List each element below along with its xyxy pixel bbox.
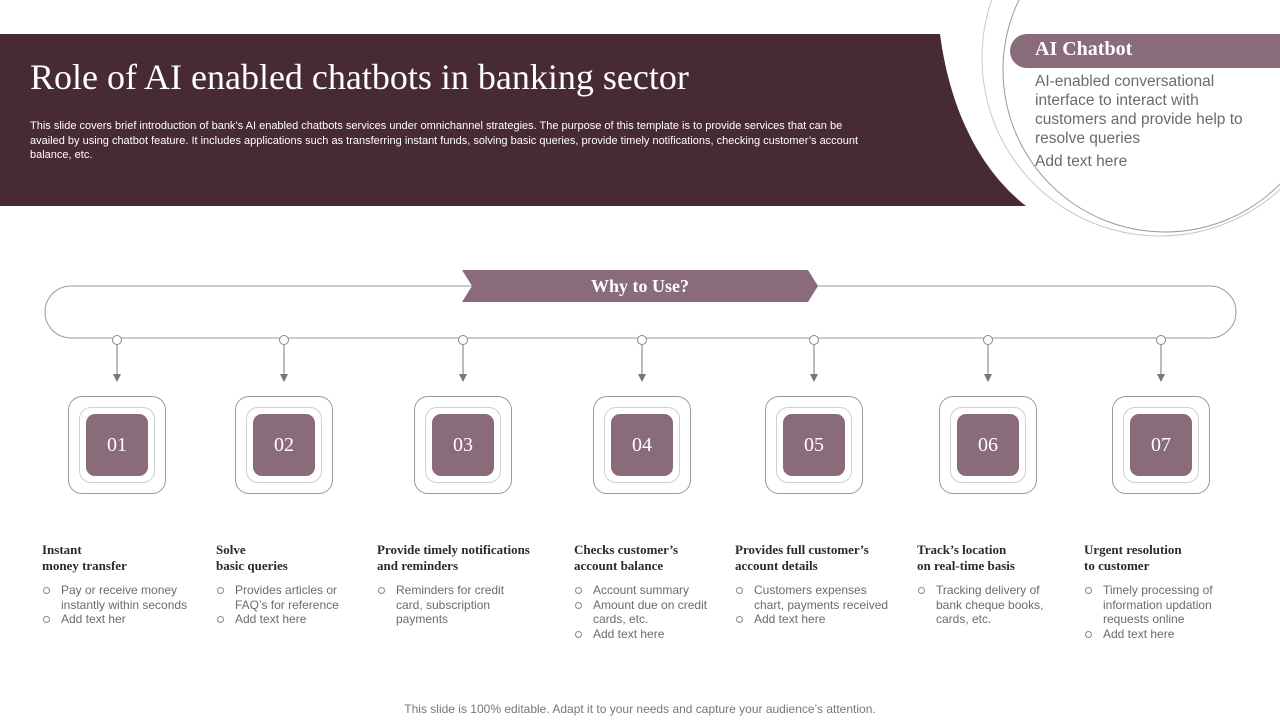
step-number: 03 — [432, 414, 494, 476]
chatbot-description: AI-enabled conversational interface to i… — [1035, 73, 1243, 147]
item-01: Instant money transfer Pay or receive mo… — [42, 542, 202, 627]
why-to-use-label: Why to Use? — [591, 276, 689, 296]
item-bullet: Customers expenses chart, payments recei… — [735, 583, 900, 612]
chatbot-circle-outer — [981, 0, 1280, 237]
connector-dot-7 — [1156, 335, 1166, 345]
connector-dot-1 — [112, 335, 122, 345]
item-title: Checks customer’s account balance — [574, 542, 679, 573]
page-title: Role of AI enabled chatbots in banking s… — [30, 57, 689, 97]
item-bullet: Amount due on credit cards, etc. — [574, 598, 724, 627]
item-bullets: Pay or receive money instantly within se… — [42, 583, 202, 627]
step-number: 06 — [957, 414, 1019, 476]
item-05: Provides full customer’s account details… — [735, 542, 900, 627]
page-description: This slide covers brief introduction of … — [30, 120, 859, 161]
step-number: 01 — [86, 414, 148, 476]
chatbot-title: AI Chatbot — [1035, 38, 1133, 60]
item-06: Track’s location on real-time basis Trac… — [917, 542, 1067, 627]
step-number: 04 — [611, 414, 673, 476]
step-box-01: 01 — [68, 396, 166, 494]
why-banner-shape — [462, 270, 818, 302]
connector-dot-5 — [809, 335, 819, 345]
item-bullets: Account summary Amount due on credit car… — [574, 583, 724, 641]
item-bullet: Provides articles or FAQ’s for reference — [216, 583, 366, 612]
item-bullet: Add text here — [574, 627, 724, 642]
banner-shape — [0, 34, 1026, 206]
item-title: Provide timely notifications and reminde… — [377, 542, 530, 573]
flow-connector — [44, 270, 1237, 382]
item-04: Checks customer’s account balance Accoun… — [574, 542, 724, 641]
item-02: Solve basic queries Provides articles or… — [216, 542, 366, 627]
step-number: 07 — [1130, 414, 1192, 476]
item-03: Provide timely notifications and reminde… — [377, 542, 557, 627]
item-title: Solve basic queries — [216, 542, 288, 573]
connectors — [112, 335, 1166, 382]
item-bullet: Add text her — [42, 612, 202, 627]
footer-note: This slide is 100% editable. Adapt it to… — [404, 702, 876, 716]
item-bullet: Pay or receive money instantly within se… — [42, 583, 202, 612]
item-title: Urgent resolution to customer — [1084, 542, 1182, 573]
step-box-05: 05 — [765, 396, 863, 494]
step-box-02: 02 — [235, 396, 333, 494]
step-box-07: 07 — [1112, 396, 1210, 494]
item-bullet: Timely processing of information updatio… — [1084, 583, 1234, 627]
item-bullet: Add text here — [216, 612, 366, 627]
item-bullets: Timely processing of information updatio… — [1084, 583, 1234, 641]
step-box-04: 04 — [593, 396, 691, 494]
item-bullet: Account summary — [574, 583, 724, 598]
item-bullet: Add text here — [735, 612, 900, 627]
step-box-03: 03 — [414, 396, 512, 494]
item-title: Instant money transfer — [42, 542, 127, 573]
item-bullets: Tracking delivery of bank cheque books, … — [917, 583, 1067, 627]
chatbot-add-text: Add text here — [1035, 153, 1128, 170]
connector-dot-3 — [458, 335, 468, 345]
step-box-06: 06 — [939, 396, 1037, 494]
item-bullet: Reminders for credit card, subscription … — [377, 583, 527, 627]
step-number: 05 — [783, 414, 845, 476]
connector-dot-6 — [983, 335, 993, 345]
item-07: Urgent resolution to customer Timely pro… — [1084, 542, 1234, 641]
item-bullets: Provides articles or FAQ’s for reference… — [216, 583, 366, 627]
header-banner — [0, 0, 1280, 237]
step-number: 02 — [253, 414, 315, 476]
item-title: Track’s location on real-time basis — [917, 542, 1015, 573]
item-bullets: Customers expenses chart, payments recei… — [735, 583, 900, 627]
item-bullet: Tracking delivery of bank cheque books, … — [917, 583, 1067, 627]
chatbot-circle — [1002, 0, 1280, 233]
item-title: Provides full customer’s account details — [735, 542, 869, 573]
chatbot-title-pill — [1010, 34, 1280, 68]
connector-dot-2 — [279, 335, 289, 345]
item-bullets: Reminders for credit card, subscription … — [377, 583, 527, 627]
item-bullet: Add text here — [1084, 627, 1234, 642]
connector-dot-4 — [637, 335, 647, 345]
